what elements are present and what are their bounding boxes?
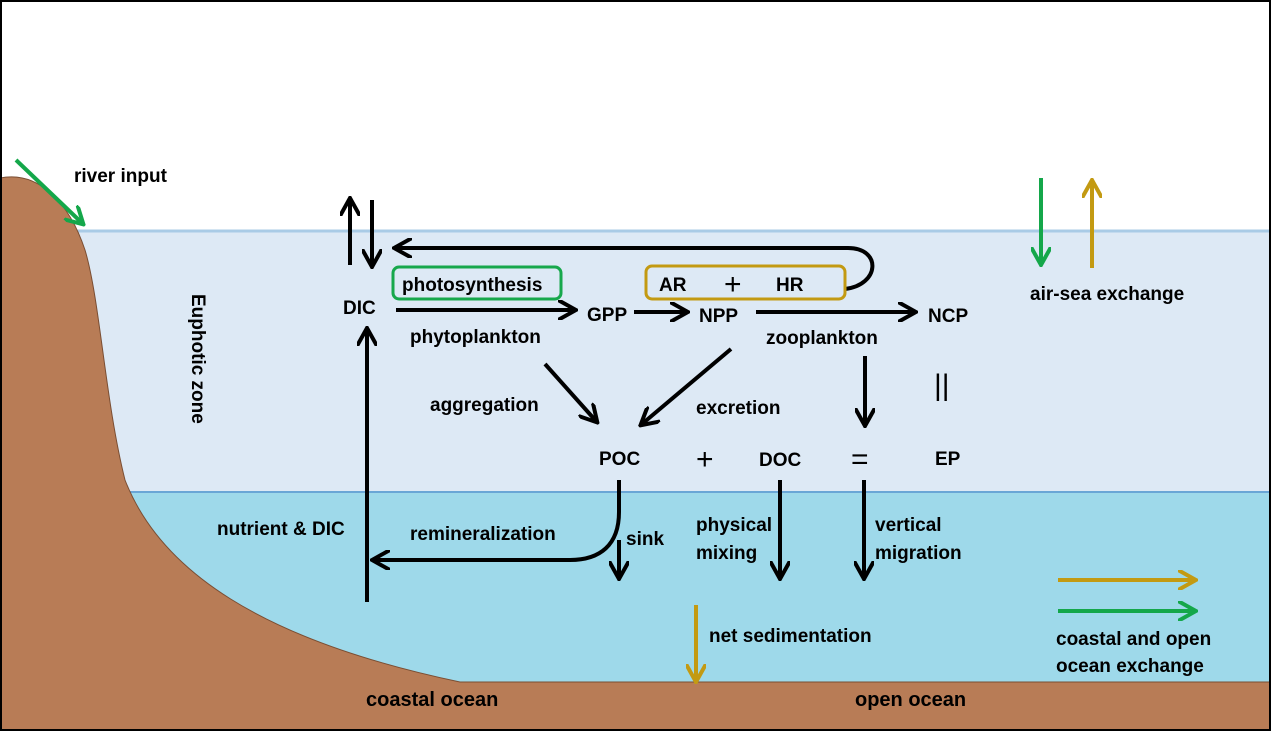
ar-hr-plus: + (724, 268, 742, 301)
photosynthesis-box (391, 265, 563, 301)
gpp-label: GPP (587, 305, 627, 326)
photosynthesis-label: photosynthesis (402, 275, 542, 296)
poc-label: POC (599, 449, 640, 470)
mixing-label: mixing (696, 543, 757, 564)
euphotic-zone-water (0, 230, 1271, 492)
vertical-label: vertical (875, 515, 942, 536)
remineralization-arrow (374, 480, 621, 560)
npp-label: NPP (699, 306, 738, 327)
coastal-open-exchange-line2: ocean exchange (1056, 656, 1204, 677)
doc-label: DOC (759, 450, 802, 471)
respiration-box (644, 264, 847, 301)
euphotic-zone-label: Euphotic zone (187, 294, 208, 424)
excretion-label: excretion (696, 398, 780, 419)
physical-label: physical (696, 515, 772, 536)
river-input-label: river input (74, 166, 168, 187)
migration-label: migration (875, 543, 962, 564)
phytoplankton-label: phytoplankton (410, 327, 541, 348)
nutrient-dic-label: nutrient & DIC (217, 519, 345, 540)
river-input-arrow (14, 158, 82, 223)
coastal-open-exchange-line1: coastal and open (1056, 629, 1211, 650)
sink-label: sink (626, 529, 664, 550)
ar-label: AR (659, 275, 687, 296)
zooplankton-label: zooplankton (766, 328, 878, 349)
dic-label: DIC (343, 298, 376, 319)
hr-label: HR (776, 275, 804, 296)
air-sea-exchange-label: air-sea exchange (1030, 284, 1184, 305)
ncp-label: NCP (928, 306, 968, 327)
doc-ep-equals: = (851, 443, 869, 476)
open-ocean-label: open ocean (855, 689, 966, 711)
coastal-ocean-label: coastal ocean (366, 689, 498, 711)
net-sedimentation-label: net sedimentation (709, 626, 872, 647)
ep-label: EP (935, 449, 961, 470)
poc-doc-plus: + (696, 443, 714, 476)
remineralization-label: remineralization (410, 524, 556, 545)
excretion-arrow (642, 347, 733, 424)
ncp-ep-equals: || (934, 369, 950, 402)
aggregation-label: aggregation (430, 395, 539, 416)
respiration-return-arrow (396, 248, 875, 291)
aggregation-arrow (543, 362, 596, 421)
